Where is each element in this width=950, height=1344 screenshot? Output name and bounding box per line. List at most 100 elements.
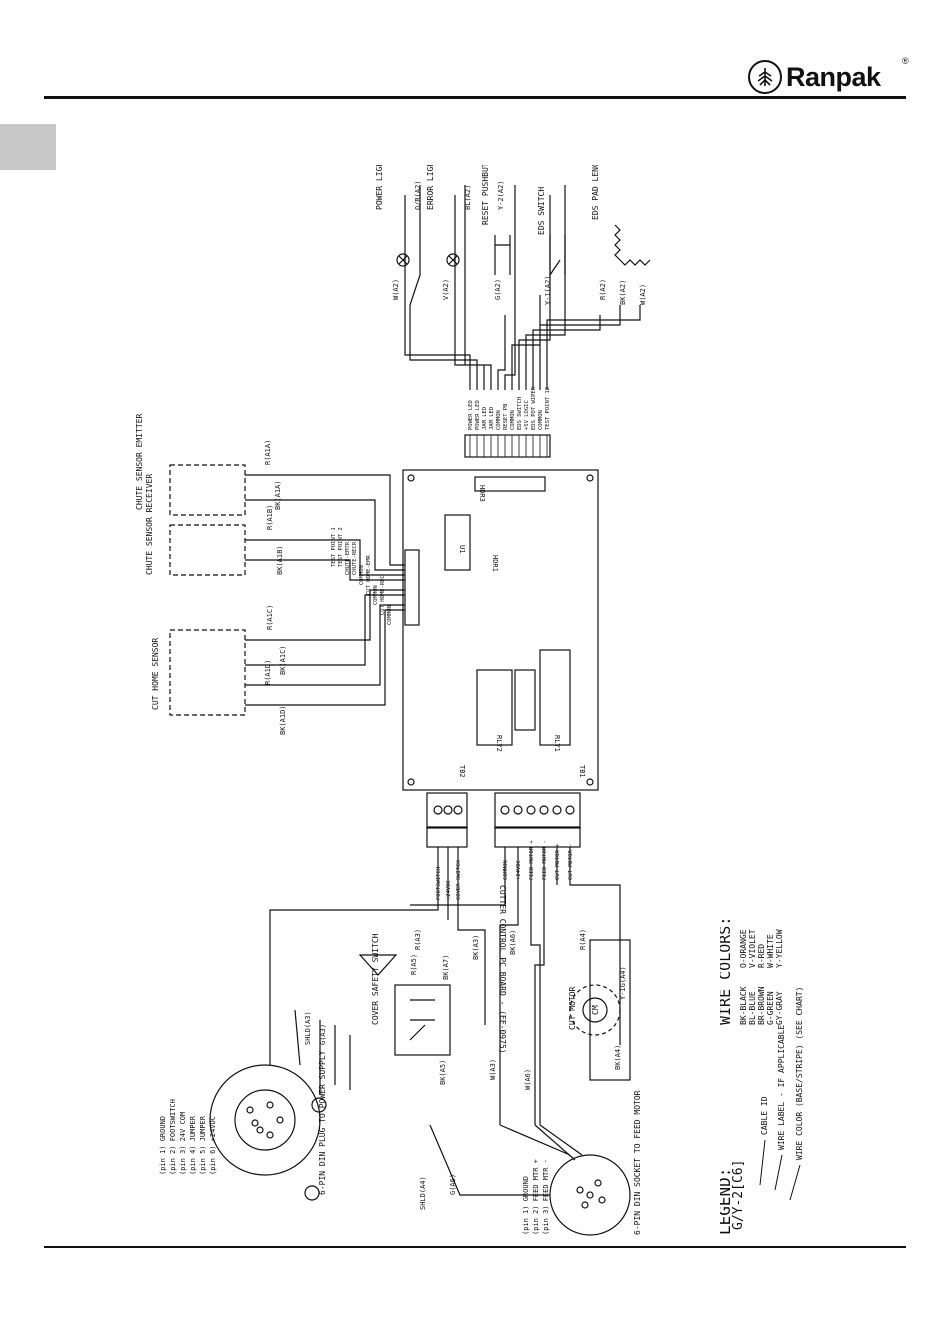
legend-heading: LEGEND:	[720, 1168, 734, 1235]
cut-motor-label: CUT MOTOR	[568, 986, 577, 1030]
wire-color: G-GREEN	[766, 991, 775, 1025]
bottom-wire: SHLD(A4)	[419, 1176, 427, 1210]
chute-emitter-box	[169, 464, 246, 516]
sensor-wire: R(A1C)	[266, 605, 274, 630]
mid-wire: G(A3)	[319, 1024, 327, 1045]
tb2-terminal	[426, 792, 468, 829]
top-wire: W(A2)	[639, 284, 647, 305]
wire-colors-title: WIRE COLORS:	[720, 917, 734, 1025]
mid-wire: SHLD(A3)	[304, 1011, 312, 1045]
wire-color: V-VIOLET	[748, 929, 757, 968]
power-light-label: POWER LIGHT	[375, 165, 384, 210]
tb1-pin: CUT MOTOR +	[555, 843, 561, 880]
power-plug-din	[209, 1064, 321, 1176]
warning-triangle	[358, 954, 398, 976]
u-small-chip	[514, 669, 536, 731]
power-plug-title: 6-PIN DIN PLUG TO POWER SUPPLY	[318, 1050, 327, 1195]
sensor-wire: R(A1D)	[264, 660, 272, 685]
power-plug-pin: (pin 6) +24VDC	[209, 1116, 217, 1175]
hdr1-pin: CHUTE-EMTR	[345, 541, 351, 575]
hdr3-label: HDR3	[478, 485, 486, 502]
hdr1-pin: CUT HOME-EMR	[366, 555, 372, 595]
eds-potentiometer	[614, 224, 651, 266]
cut-motor-symbol: CM	[591, 1005, 600, 1015]
hdr1-pin: CHUTE-RECR	[352, 541, 358, 575]
hdr3-pin: +5V LOGIC	[524, 400, 530, 430]
board-title: CUTTER CONTROL PC BOARD - (EE-0975)	[498, 885, 507, 1054]
hdr3-pin: TEST POINT 12	[545, 387, 551, 430]
power-plug-pin: (pin 1) GROUND	[159, 1116, 167, 1175]
tb1-terminal	[494, 792, 581, 829]
wire-color: Y-YELLOW	[775, 929, 784, 968]
hdr3-pin: RESET PB	[503, 403, 509, 430]
rly1-label: RLY1	[553, 735, 561, 752]
power-light-lamp	[396, 253, 410, 267]
hdr3-pin: EDS SWITCH	[517, 397, 523, 430]
sensor-wire: BK(A1B)	[276, 545, 284, 575]
mid-wire: W(A3)	[489, 1059, 497, 1080]
top-wire: BK(A2)	[619, 280, 627, 305]
page-header: Ranpak ®	[0, 0, 950, 100]
sensor-wire: R(A1B)	[266, 505, 274, 530]
registered-mark: ®	[902, 56, 909, 66]
u1-chip	[444, 514, 471, 571]
top-wire: O/R(A2)	[414, 180, 422, 210]
wire-color: GY-GRAY	[775, 991, 784, 1025]
top-wire: G(A2)	[494, 279, 502, 300]
feed-socket-title: 6-PIN DIN SOCKET TO FEED MOTOR	[633, 1090, 642, 1235]
error-light-lamp	[446, 253, 460, 267]
tb2-pin: +24VDC	[446, 880, 452, 900]
hdr3-pin: JAM LED	[489, 407, 495, 430]
top-wire: Y-2(A2)	[497, 180, 505, 210]
legend-item: WIRE COLOR (BASE/STRIPE) (SEE CHART)	[795, 987, 804, 1160]
wire-color: W-WHITE	[766, 934, 775, 968]
top-wire: BL(A2)	[464, 185, 472, 210]
hdr3-header	[474, 476, 546, 492]
hdr1-pin: TEST POINT 2	[338, 527, 344, 567]
tb2-label: TB2	[458, 765, 466, 778]
u1-label: U1	[458, 545, 466, 553]
mid-wire: Y-1G(A4)	[619, 966, 627, 1000]
mid-wire: W(A6)	[524, 1069, 532, 1090]
ranpak-logo: Ranpak	[748, 58, 881, 96]
footer-rule	[44, 1246, 906, 1248]
reset-pushbutton-label: RESET PUSHBUTTON	[481, 165, 490, 225]
hdr1-pin: CUT HOME-REC	[380, 575, 386, 615]
power-plug-pin: (pin 2) FOOTSWITCH	[169, 1099, 177, 1175]
eds-switch-label: EDS SWITCH	[537, 187, 546, 235]
chute-receiver-label: CHUTE SENSOR RECEIVER	[145, 474, 154, 575]
brand-name: Ranpak	[786, 61, 881, 92]
top-wire: V(A2)	[442, 279, 450, 300]
mid-wire: BK(A5)	[439, 1060, 447, 1085]
tb1-plug	[494, 826, 581, 848]
mid-wire: BK(A6)	[509, 930, 517, 955]
hdr3-connector	[464, 434, 551, 458]
legend-item: CABLE ID	[760, 1096, 769, 1135]
top-wire: W(A2)	[392, 279, 400, 300]
cut-home-label: CUT HOME SENSOR	[151, 638, 160, 710]
sensor-wire: BK(A1C)	[279, 645, 287, 675]
chute-emitter-label: CHUTE SENSOR EMITTER	[135, 413, 144, 510]
pc-board	[402, 469, 599, 791]
hdr3-pin: COMMON	[496, 410, 502, 430]
cut-home-box	[169, 629, 246, 716]
chute-receiver-box	[169, 524, 246, 576]
hdr1-header	[404, 549, 420, 626]
hdr1-label: HDR1	[491, 555, 499, 572]
tb2-pin: COVER SWITCH	[456, 860, 462, 900]
mid-wire: BK(A4)	[614, 1045, 622, 1070]
sensor-wire: BK(A1A)	[274, 480, 282, 510]
hdr1-pin: TEST POINT 1	[331, 527, 337, 567]
hdr1-pin: COMMON	[373, 585, 379, 605]
hdr3-pin: EDS POT WIPER	[531, 386, 537, 430]
relay-rly2	[476, 669, 513, 746]
error-light-label: ERROR LIGHT	[426, 165, 435, 210]
eds-pad-length-label: EDS PAD LENGTH	[591, 165, 600, 220]
hdr1-pin: COMMON	[359, 565, 365, 585]
tb1-pin: COMMON	[503, 860, 509, 880]
feed-socket-pin: (pin 1) GROUND	[522, 1176, 530, 1235]
tb1-label: TB1	[578, 765, 586, 778]
mid-wire: R(A4)	[579, 929, 587, 950]
power-plug-pin: (pin 3) 24V COM	[179, 1112, 187, 1175]
hdr3-pin: COMMON	[538, 410, 544, 430]
